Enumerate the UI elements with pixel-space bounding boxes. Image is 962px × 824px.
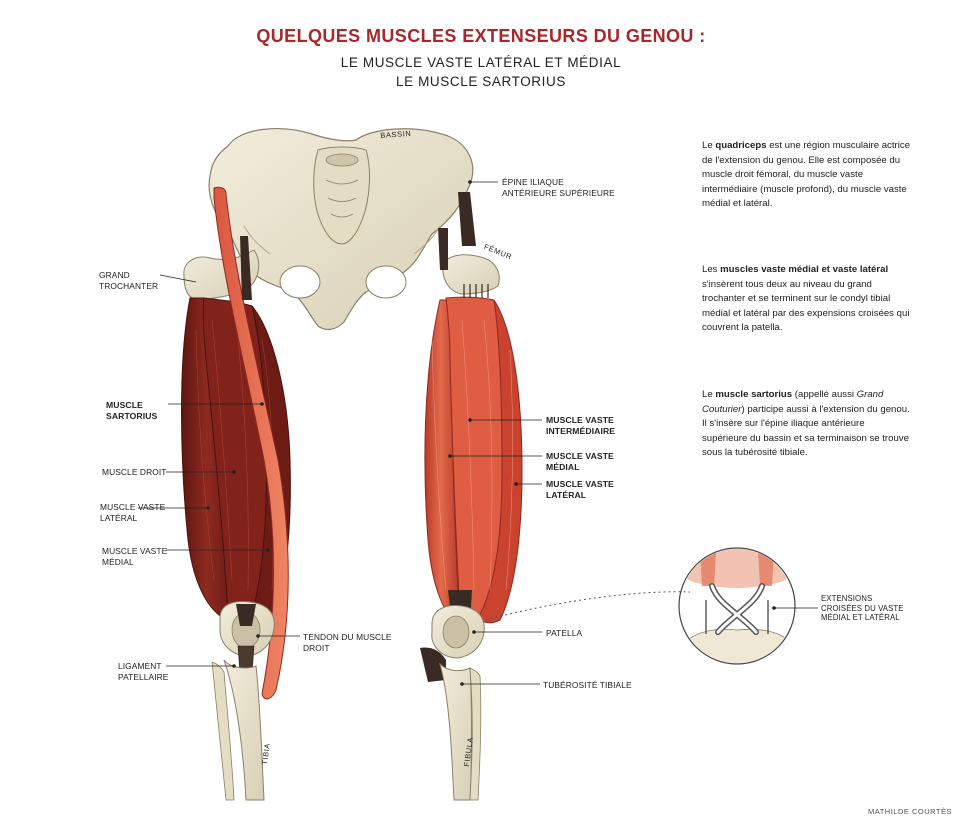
author-credit: MATHILDE COURTÈS	[868, 807, 952, 816]
page-title: QUELQUES MUSCLES EXTENSEURS DU GENOU :	[256, 26, 706, 46]
leader-dots	[206, 180, 776, 686]
label-bassin: BASSIN	[380, 128, 412, 140]
paragraph-quadriceps: Le quadriceps est une région musculaire …	[702, 140, 910, 210]
left-leg	[181, 186, 291, 801]
leader-lines	[138, 181, 818, 685]
paragraph-sartorius: Le muscle sartorius (appellé aussi Grand…	[702, 389, 910, 459]
right-leg	[420, 192, 523, 801]
pelvis-bone	[208, 128, 474, 331]
label-muscle-droit: MUSCLE DROIT	[102, 467, 167, 477]
label-tuberosite-tibiale: TUBÉROSITÉ TIBIALE	[543, 680, 632, 690]
paragraph-vastes: Les muscles vaste médial et vaste latéra…	[702, 264, 910, 334]
inset-connector-line	[485, 591, 691, 621]
label-patella: PATELLA	[546, 628, 583, 638]
page-subtitle-1: LE MUSCLE VASTE LATÉRAL ET MÉDIAL	[340, 55, 622, 70]
page-subtitle-2: LE MUSCLE SARTORIUS	[396, 74, 566, 89]
